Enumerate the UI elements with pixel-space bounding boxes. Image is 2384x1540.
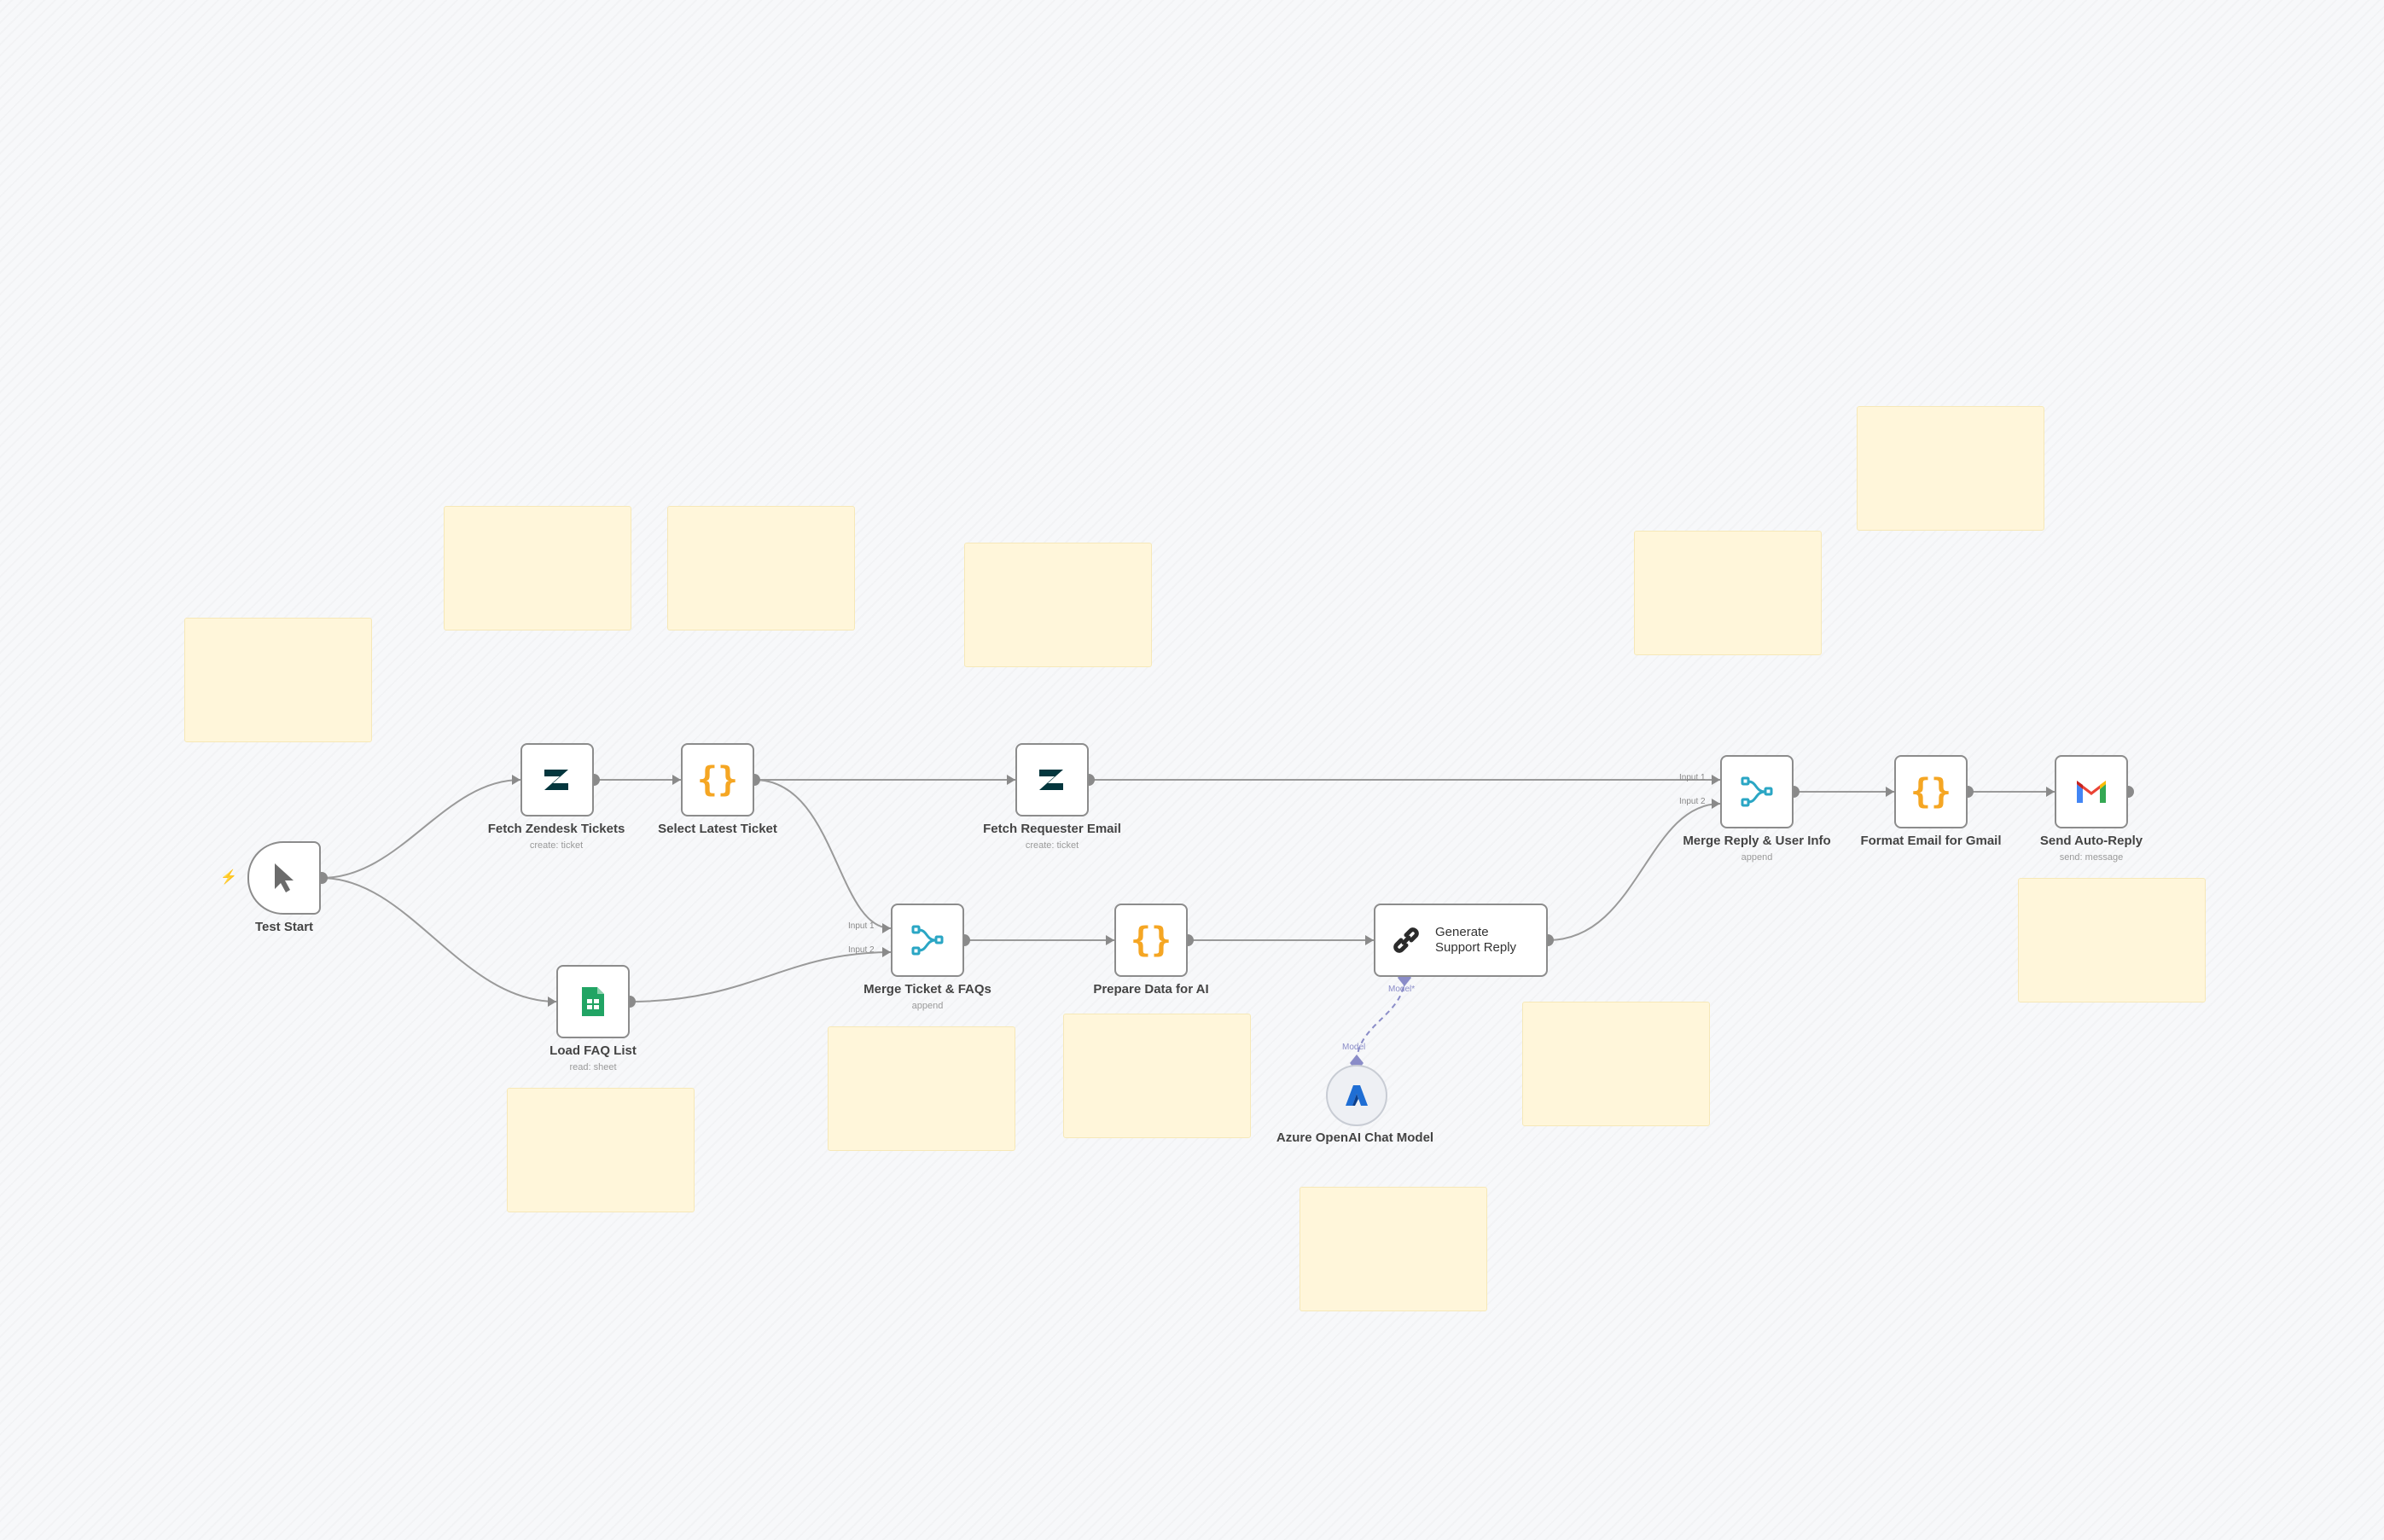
zendesk-icon [543,768,572,792]
node-select-latest-ticket[interactable]: {} [681,743,754,816]
merge-icon [1740,775,1774,809]
sticky-note[interactable] [1857,406,2044,531]
code-icon: {} [696,760,739,799]
sticky-note[interactable] [1634,531,1822,655]
sticky-note[interactable] [828,1026,1015,1151]
sticky-note[interactable] [444,506,631,631]
sticky-note[interactable] [184,618,372,742]
edge-generate-to-merge-reply [1547,803,1721,941]
node-subtitle: create: ticket [529,840,584,851]
node-generate-support-reply[interactable]: Generate Support Reply [1374,904,1548,977]
node-subtitle: send: message [2059,852,2124,863]
chain-link-icon [1389,923,1423,957]
azure-openai-icon [1344,1084,1369,1107]
trigger-bolt-icon: ⚡ [220,870,237,885]
sticky-note[interactable] [2018,878,2206,1002]
node-load-faq-list[interactable] [556,965,630,1038]
code-icon: {} [1910,772,1952,811]
node-test-start[interactable] [247,841,321,915]
node-label: Load FAQ List [549,1043,637,1058]
node-subtitle: append [911,1001,944,1011]
node-merge-ticket-faqs[interactable] [891,904,964,977]
node-subtitle: create: ticket [1025,840,1079,851]
node-subtitle: read: sheet [569,1062,617,1072]
node-fetch-requester-email[interactable] [1015,743,1089,816]
merge-icon [910,923,945,957]
node-label: Test Start [254,920,314,934]
node-subtitle: append [1741,852,1773,863]
node-label: Merge Ticket & FAQs [863,982,991,997]
node-label: Merge Reply & User Info [1683,834,1831,848]
sticky-note[interactable] [667,506,855,631]
node-label: Send Auto-Reply [2039,834,2143,848]
google-sheets-icon [580,985,606,1018]
input-port-label: Input 1 [1679,773,1706,782]
zendesk-icon [1038,768,1067,792]
node-fetch-zendesk-tickets[interactable] [520,743,594,816]
input-port-label: Input 2 [848,945,875,955]
node-label: Select Latest Ticket [658,822,777,836]
edge-start-to-load-faq [321,877,557,1002]
node-label: Fetch Zendesk Tickets [487,822,625,836]
code-icon: {} [1130,921,1172,960]
model-port-label: Model* [1388,985,1416,994]
input-port-label: Input 1 [848,921,875,931]
node-send-auto-reply[interactable] [2055,755,2128,828]
sticky-note[interactable] [1300,1187,1487,1311]
node-label: Format Email for Gmail [1860,834,2002,848]
node-azure-openai-chat-model[interactable] [1326,1065,1387,1126]
sticky-note[interactable] [1063,1014,1251,1138]
sticky-note[interactable] [507,1088,695,1212]
model-port-label: Model [1342,1043,1366,1052]
node-label: Azure OpenAI Chat Model [1276,1130,1434,1145]
edge-select-to-merge-ticket [753,779,892,929]
node-label: Fetch Requester Email [983,822,1121,836]
sticky-note[interactable] [1522,1002,1710,1126]
node-label: Prepare Data for AI [1093,982,1209,997]
cursor-icon [270,862,299,894]
sticky-note[interactable] [964,543,1152,667]
node-label: Generate Support Reply [1435,925,1517,955]
node-format-email-for-gmail[interactable]: {} [1894,755,1968,828]
node-prepare-data-for-ai[interactable]: {} [1114,904,1188,977]
node-merge-reply-user-info[interactable] [1720,755,1794,828]
input-port-label: Input 2 [1679,797,1706,806]
gmail-icon [2075,779,2108,805]
